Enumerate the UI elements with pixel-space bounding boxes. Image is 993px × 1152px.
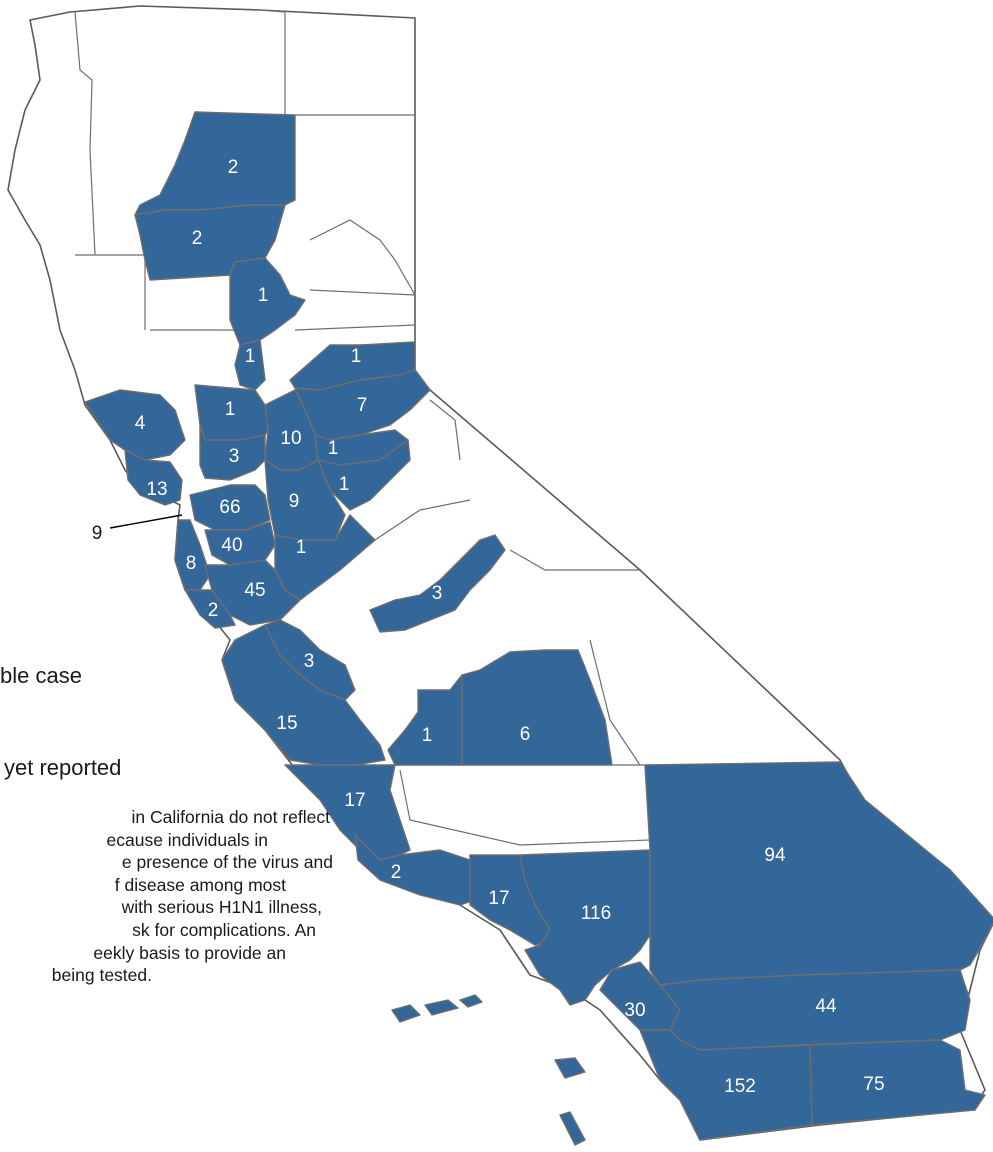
count-tulare: 6 bbox=[520, 724, 531, 745]
county-santa-cruz bbox=[184, 589, 236, 629]
count-santa-cruz: 2 bbox=[208, 600, 219, 621]
count-sutter: 1 bbox=[245, 346, 256, 367]
count-san-bernardino: 94 bbox=[764, 845, 786, 866]
county-los-angeles bbox=[519, 849, 651, 1006]
count-san-luis-obispo: 17 bbox=[344, 790, 365, 811]
count-ventura: 17 bbox=[488, 888, 509, 909]
count-santa-barbara: 2 bbox=[391, 862, 402, 883]
case-counties bbox=[84, 111, 993, 1146]
count-san-mateo: 8 bbox=[186, 553, 197, 574]
count-orange: 30 bbox=[624, 1000, 645, 1021]
count-el-dorado: 7 bbox=[357, 395, 368, 416]
sf-callout-label: 9 bbox=[92, 523, 103, 544]
legend-item-case: ble case bbox=[0, 663, 82, 688]
footnote-line: eekly basis to provide an bbox=[93, 942, 286, 963]
count-marin: 13 bbox=[146, 479, 167, 500]
count-yolo: 1 bbox=[225, 399, 236, 420]
count-santa-clara: 45 bbox=[244, 580, 265, 601]
count-alameda: 40 bbox=[221, 535, 242, 556]
count-sacramento: 10 bbox=[280, 428, 301, 449]
count-butte: 1 bbox=[258, 285, 269, 306]
county-imperial bbox=[809, 1039, 986, 1126]
county-kings bbox=[387, 674, 463, 766]
island-e bbox=[559, 1111, 586, 1146]
count-san-diego: 152 bbox=[724, 1076, 756, 1097]
footnote-line: in California do not reflect bbox=[131, 807, 330, 827]
county-tulare bbox=[461, 649, 613, 766]
sf-callout-line bbox=[109, 514, 183, 529]
count-monterey: 15 bbox=[276, 713, 297, 734]
count-riverside: 44 bbox=[815, 996, 837, 1017]
county-lassen bbox=[134, 111, 296, 216]
count-los-angeles: 116 bbox=[581, 903, 611, 924]
county-contra-costa bbox=[189, 484, 271, 531]
count-napa: 3 bbox=[229, 446, 240, 467]
island-d bbox=[554, 1057, 586, 1079]
county-calaveras bbox=[317, 439, 411, 511]
count-fresno: 3 bbox=[432, 583, 443, 604]
county-san-mateo bbox=[174, 519, 211, 591]
footnote-line: ecause individuals in bbox=[106, 829, 269, 850]
count-amador: 1 bbox=[328, 438, 339, 459]
count-contra-costa: 66 bbox=[219, 497, 240, 518]
county-napa bbox=[199, 424, 266, 481]
footnote-line: being tested. bbox=[51, 965, 152, 986]
island-a bbox=[391, 1004, 421, 1023]
county-fresno bbox=[369, 534, 506, 633]
county-butte bbox=[229, 257, 306, 346]
island-b bbox=[424, 999, 459, 1016]
count-calaveras: 1 bbox=[339, 474, 350, 495]
county-san-joaquin bbox=[264, 459, 346, 541]
county-borders-north bbox=[74, 9, 651, 846]
county-counts: 2 2 1 1 1 7 1 10 1 1 4 3 13 66 9 40 1 8 … bbox=[135, 157, 885, 1097]
count-stanislaus: 1 bbox=[296, 537, 307, 558]
county-marin bbox=[124, 449, 183, 506]
count-san-joaquin: 9 bbox=[289, 491, 300, 512]
island-c bbox=[459, 994, 483, 1008]
county-sonoma bbox=[84, 389, 186, 461]
footnote-line: e presence of the virus and bbox=[121, 852, 333, 873]
county-san-bernardino bbox=[644, 761, 993, 986]
footnote-line: sk for complications. An bbox=[132, 919, 316, 940]
count-nevada-placer: 1 bbox=[351, 346, 362, 367]
legend-item-none: yet reported bbox=[4, 755, 122, 780]
count-kings: 1 bbox=[422, 725, 433, 746]
county-monterey bbox=[221, 624, 386, 766]
footnote-line: f disease among most bbox=[114, 874, 286, 895]
count-sonoma: 4 bbox=[135, 413, 146, 434]
count-lassen: 2 bbox=[228, 157, 239, 178]
county-alameda bbox=[204, 521, 276, 566]
footnote-line: with serious H1N1 illness, bbox=[121, 897, 322, 918]
count-imperial: 75 bbox=[863, 1074, 884, 1095]
count-tehama: 2 bbox=[192, 228, 203, 249]
count-san-benito: 3 bbox=[304, 651, 315, 672]
footnote: in California do not reflect ecause indi… bbox=[0, 806, 333, 987]
